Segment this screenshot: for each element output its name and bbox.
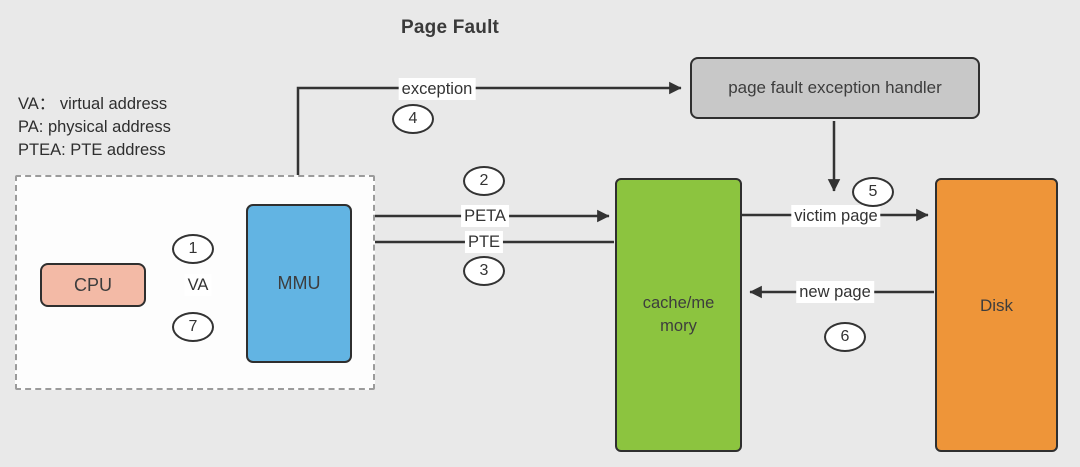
victim-page-edge-label: victim page (791, 205, 881, 227)
step-3-badge: 3 (463, 256, 505, 286)
legend-line-va: VA： virtual address (18, 95, 168, 113)
legend-line-ptea: PTEA: PTE address (18, 141, 166, 159)
mmu-node: MMU (246, 204, 352, 363)
cpu-label: CPU (73, 274, 112, 295)
cache-memory-label: cache/memory (642, 294, 715, 335)
step-6-badge: 6 (824, 322, 866, 352)
peta-edge-label: PETA (461, 205, 509, 227)
page-fault-handler-node: page fault exception handler (690, 57, 980, 119)
pte-edge-label: PTE (464, 231, 504, 253)
legend: VA： virtual address PA: physical address… (18, 93, 171, 162)
step-4-badge: 4 (392, 104, 434, 134)
step-5-badge: 5 (852, 177, 894, 207)
step-1-badge: 1 (172, 234, 214, 264)
cpu-node: CPU (40, 263, 146, 307)
new-page-edge-label: new page (796, 281, 874, 303)
disk-node: Disk (935, 178, 1058, 452)
mmu-label: MMU (277, 273, 321, 293)
va-edge-label: VA (184, 274, 212, 296)
step-2-badge: 2 (463, 166, 505, 196)
disk-label: Disk (979, 296, 1014, 315)
step-7-badge: 7 (172, 312, 214, 342)
page-fault-handler-label: page fault exception handler (728, 78, 942, 97)
page-title: Page Fault (401, 17, 500, 38)
legend-line-pa: PA: physical address (18, 118, 171, 136)
exception-edge-label: exception (398, 78, 476, 100)
cache-memory-node: cache/memory (615, 178, 742, 452)
